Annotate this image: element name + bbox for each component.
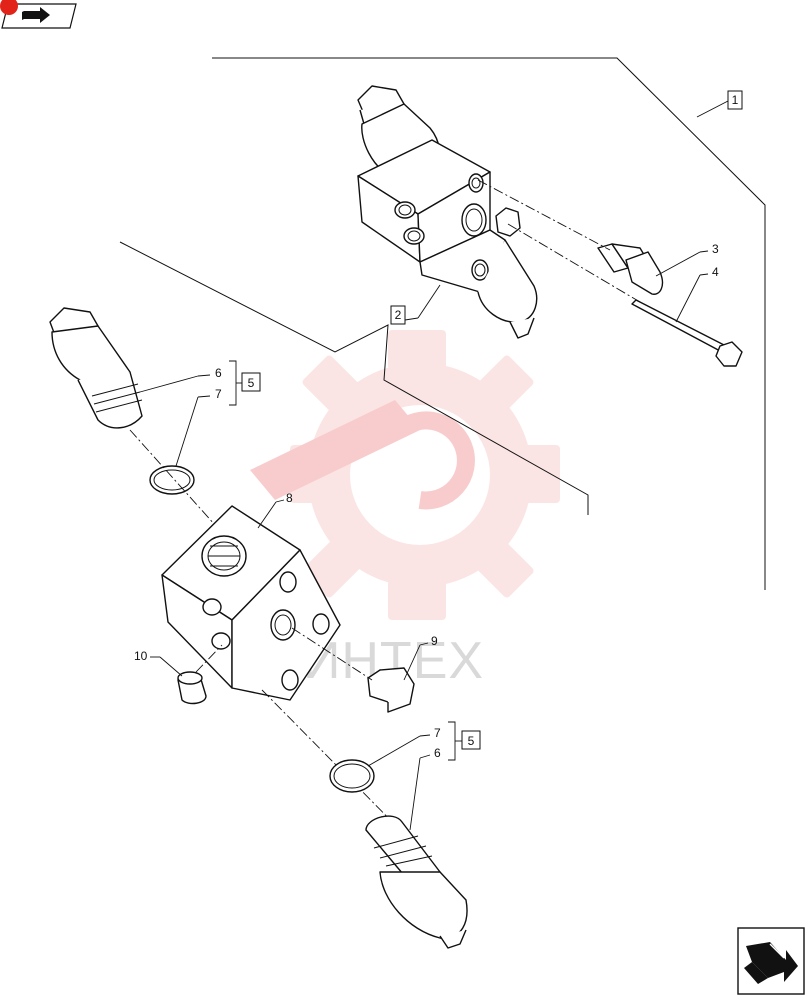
part-3-fitting (597, 243, 664, 295)
part-8-valve-block (161, 505, 341, 701)
svg-text:5: 5 (248, 376, 255, 390)
watermark-gear-logo (250, 330, 560, 620)
callout-8: 8 (257, 491, 293, 529)
callout-4: 4 (675, 265, 719, 323)
svg-text:2: 2 (395, 308, 402, 322)
callout-2: 2 (390, 305, 406, 325)
svg-text:1: 1 (732, 93, 739, 107)
cartridge-lower (365, 815, 468, 949)
callout-5-lower: 5 (448, 721, 481, 761)
callout-7-lower: 7 (367, 726, 441, 767)
svg-text:9: 9 (431, 634, 438, 648)
callout-5-upper: 5 (229, 360, 261, 406)
svg-text:6: 6 (215, 366, 222, 380)
group-1-frame (212, 57, 766, 590)
cartridge-upper (49, 307, 143, 429)
valve-assembly-top (357, 85, 743, 367)
nav-arrow-bottom[interactable] (737, 927, 805, 995)
svg-text:8: 8 (286, 491, 293, 505)
svg-text:7: 7 (215, 387, 222, 401)
part-10-plug (177, 671, 207, 705)
callout-1: 1 (727, 90, 743, 110)
svg-text:5: 5 (468, 734, 475, 748)
red-marker-icon (0, 0, 18, 15)
part-9-plug (367, 667, 415, 713)
callout-6-upper: 6 (139, 366, 222, 393)
o-ring-lower-inner (333, 763, 371, 789)
o-ring-lower (329, 759, 375, 793)
folded-arrow-icon (744, 942, 798, 984)
callout-10: 10 (134, 649, 183, 677)
callout-7-upper: 7 (175, 387, 222, 467)
svg-text:6: 6 (434, 746, 441, 760)
svg-text:4: 4 (712, 265, 719, 279)
svg-text:10: 10 (134, 649, 148, 663)
o-ring-upper (149, 465, 195, 495)
callout-6-lower: 6 (409, 746, 441, 831)
o-ring-upper-inner (153, 469, 191, 491)
callout-9: 9 (403, 634, 438, 681)
svg-text:3: 3 (712, 242, 719, 256)
nav-arrow-top[interactable] (0, 0, 77, 29)
group-2-frame (119, 241, 589, 515)
callout-3: 3 (655, 242, 719, 277)
part-4-bolt (631, 299, 743, 367)
svg-text:7: 7 (434, 726, 441, 740)
arrow-right-icon (22, 7, 50, 23)
